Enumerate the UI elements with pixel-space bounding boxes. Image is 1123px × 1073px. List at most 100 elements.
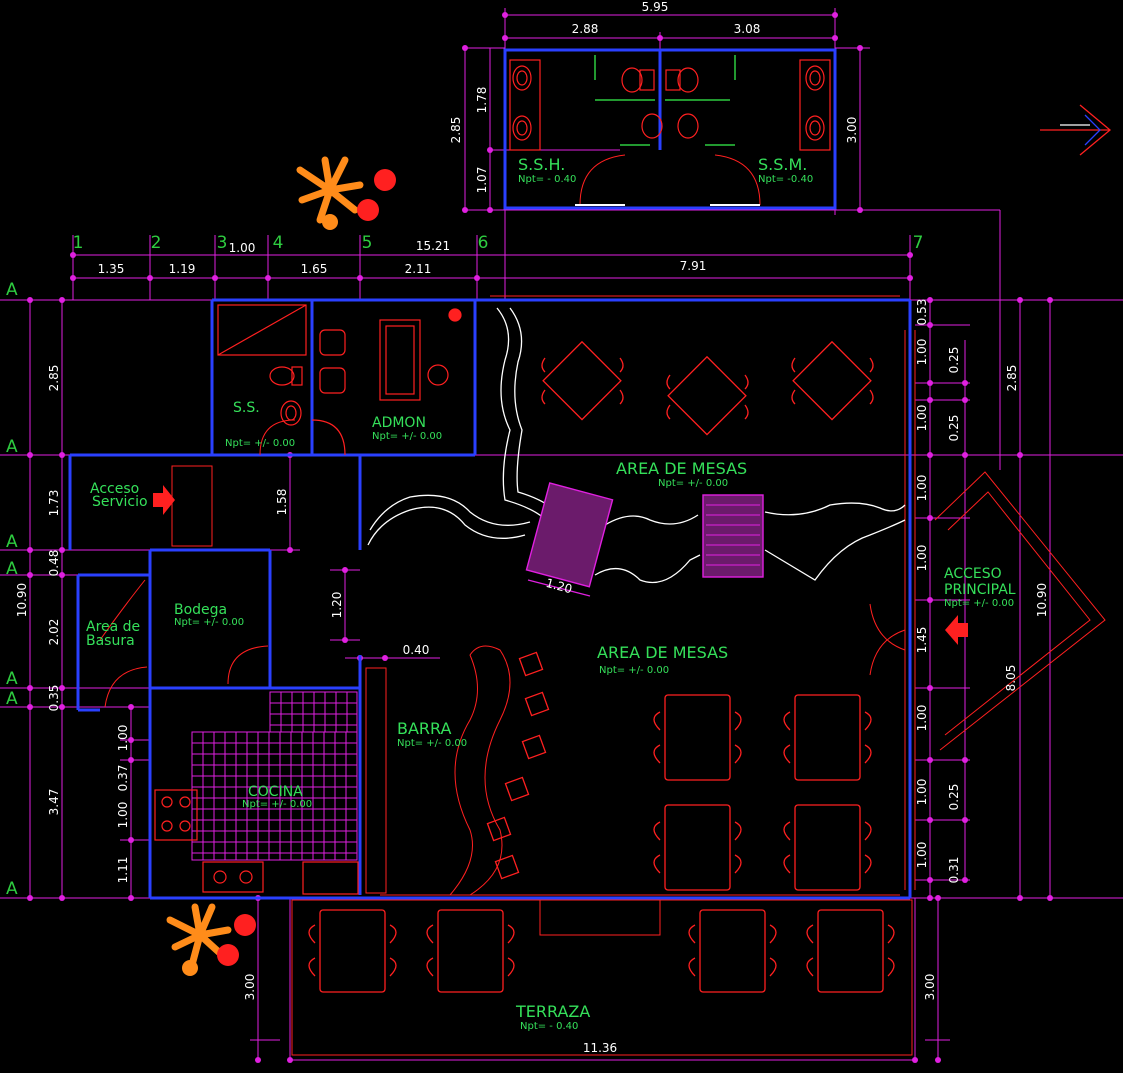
room-acceso-servicio-2: Servicio: [92, 494, 148, 510]
dim-right-3: 0.25: [947, 347, 961, 374]
dim-top-total: 5.95: [642, 0, 669, 14]
room-mesas-top: AREA DE MESAS: [616, 459, 747, 478]
room-acceso-servicio-1: Acceso: [90, 481, 139, 497]
dim-top-left: 2.88: [572, 22, 599, 36]
dim-left-2: 1.73: [47, 490, 61, 517]
row-a-2: A: [6, 437, 18, 457]
level-acceso-principal: Npt= +/- 0.00: [944, 598, 1014, 609]
level-cocina: Npt= +/- 0.00: [242, 799, 312, 810]
dim-right-9: 1.00: [915, 705, 929, 732]
dim-inner-1: 1.00: [116, 725, 130, 752]
dim-terraza-right: 3.00: [923, 974, 937, 1001]
dim-top-right: 3.08: [734, 22, 761, 36]
dim-inner-2: 0.37: [116, 765, 130, 792]
room-basura-1: Area de: [86, 619, 140, 635]
entry-arrow-icon: [153, 485, 968, 645]
room-ss: S.S.: [233, 400, 260, 416]
room-basura-2: Basura: [86, 633, 135, 649]
dim-right-7: 1.00: [915, 545, 929, 572]
plant-icon: [166, 156, 396, 976]
dim-left-1: 2.85: [47, 365, 61, 392]
level-terraza: Npt= - 0.40: [520, 1021, 578, 1032]
room-bodega: Bodega: [174, 602, 227, 618]
dim-ssh-lower: 1.07: [475, 167, 489, 194]
row-a-7: A: [6, 879, 18, 899]
dimension-labels: 5.95 2.88 3.08 2.85 1.78 1.07 3.00 15.21…: [15, 0, 1049, 1055]
dim-bay-2: 1.19: [169, 262, 196, 276]
room-ssh: S.S.H.: [518, 155, 565, 174]
dim-right-upper: 2.85: [1005, 365, 1019, 392]
room-acceso-principal-1: ACCESO: [944, 566, 1002, 582]
level-admon: Npt= +/- 0.00: [372, 431, 442, 442]
level-mesas-bottom: Npt= +/- 0.00: [599, 665, 669, 676]
storage-doors: [99, 465, 906, 708]
row-a-6: A: [6, 689, 18, 709]
restroom-partitions: [594, 55, 736, 146]
room-admon: ADMON: [372, 415, 426, 431]
dim-bar-gap: 0.40: [403, 643, 430, 657]
bridge-slats: [527, 504, 760, 597]
window-details: [291, 295, 1106, 1056]
dim-terraza-width: 11.36: [583, 1041, 617, 1055]
column-5: 5: [362, 233, 373, 253]
admon-furniture: [311, 308, 462, 456]
dim-main-total: 15.21: [416, 239, 450, 253]
dim-right-10: 1.00: [915, 779, 929, 806]
column-2: 2: [151, 233, 162, 253]
dim-right-8: 1.45: [915, 627, 929, 654]
dim-col-3-4: 1.00: [229, 241, 256, 255]
dim-bridge: 1.20: [544, 576, 573, 596]
dim-right-total: 10.90: [1035, 583, 1049, 617]
walls: [68, 48, 912, 900]
row-a-1: A: [6, 280, 18, 300]
level-mesas-top: Npt= +/- 0.00: [658, 478, 728, 489]
sink-icon: [512, 65, 532, 91]
row-a-3: A: [6, 532, 18, 552]
dim-bay-4: 2.11: [405, 262, 432, 276]
row-a-4: A: [6, 559, 18, 579]
dim-bay-5: 7.91: [680, 259, 707, 273]
table-set-icon: [541, 340, 874, 436]
dim-passage: 1.20: [330, 592, 344, 619]
level-ssh: Npt= - 0.40: [518, 174, 576, 185]
level-bodega: Npt= +/- 0.00: [174, 617, 244, 628]
dim-left-6: 3.47: [47, 789, 61, 816]
column-7: 7: [913, 233, 924, 253]
column-4: 4: [273, 233, 284, 253]
room-barra: BARRA: [397, 719, 452, 738]
dim-corridor: 1.58: [275, 489, 289, 516]
room-mesas-bottom: AREA DE MESAS: [597, 643, 728, 662]
level-ssm: Npt= -0.40: [758, 174, 813, 185]
dim-bay-1: 1.35: [98, 262, 125, 276]
terraza-tables: [308, 909, 895, 993]
level-barra: Npt= +/- 0.00: [397, 738, 467, 749]
dim-terraza-left: 3.00: [243, 974, 257, 1001]
dim-right-12: 1.00: [915, 842, 929, 869]
dim-inner-3: 1.00: [116, 802, 130, 829]
dim-right-13: 0.31: [947, 857, 961, 884]
dim-right-4: 1.00: [915, 405, 929, 432]
dim-left-4: 2.02: [47, 619, 61, 646]
restroom-fixtures: [509, 59, 831, 151]
dim-bay-3: 1.65: [301, 262, 328, 276]
garden-path: [367, 307, 906, 584]
dim-left-total: 10.90: [15, 583, 29, 617]
dim-inner-4: 1.11: [116, 857, 130, 884]
restroom-doors: [575, 154, 761, 206]
room-ssm: S.S.M.: [758, 155, 807, 174]
dim-ssh-right: 3.00: [845, 117, 859, 144]
room-acceso-principal-2: PRINCIPAL: [944, 582, 1016, 598]
column-6: 6: [478, 233, 489, 253]
room-labels: S.S.H. Npt= - 0.40 S.S.M. Npt= -0.40 S.S…: [86, 155, 1016, 1032]
dim-ssh-total: 2.85: [449, 117, 463, 144]
row-a-5: A: [6, 669, 18, 689]
dimension-dots: [27, 12, 1053, 1063]
stove-icon: [154, 789, 359, 895]
table-sets-main: [486, 651, 872, 891]
kitchen: [154, 691, 359, 895]
dim-left-5: 0.35: [47, 685, 61, 712]
column-3: 3: [217, 233, 228, 253]
room-cocina: COCINA: [248, 784, 303, 800]
dim-right-5: 0.25: [947, 415, 961, 442]
